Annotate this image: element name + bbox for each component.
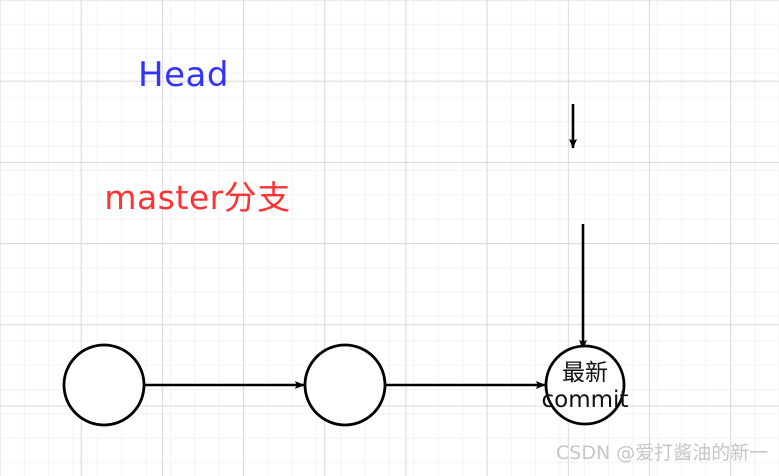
- latest-commit-label-line2: commit: [541, 387, 629, 413]
- commit-node-2[interactable]: [303, 343, 387, 427]
- head-pointer-label: Head: [138, 55, 229, 95]
- master-branch-label: master分支: [104, 178, 291, 217]
- commit-node-3-latest[interactable]: [544, 344, 626, 426]
- csdn-watermark: CSDN @爱打酱油的新一: [556, 442, 769, 464]
- latest-commit-label-line1: 最新: [562, 360, 608, 386]
- commit-node-1[interactable]: [62, 343, 146, 427]
